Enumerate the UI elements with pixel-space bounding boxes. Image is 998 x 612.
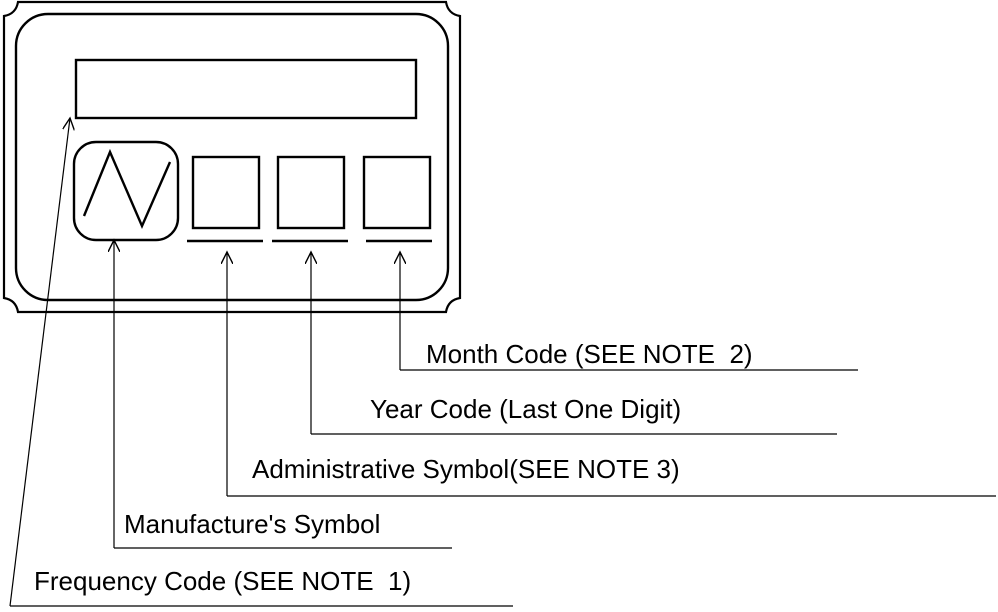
administrative-symbol-box: [191, 155, 261, 230]
manufacturer-symbol-box: [72, 140, 180, 242]
frequency-code-callout: Frequency Code (SEE NOTE 1): [9, 118, 513, 607]
manufacturer-symbol-callout: Manufacture's Symbol: [114, 240, 452, 549]
manufacturer-symbol-label: Manufacture's Symbol: [124, 509, 380, 539]
component-inner-body: [14, 12, 450, 302]
month-code-box: [362, 155, 432, 230]
administrative-symbol-label: Administrative Symbol(SEE NOTE 3): [252, 454, 680, 484]
year-code-callout: Year Code (Last One Digit): [311, 252, 837, 435]
year-code-label: Year Code (Last One Digit): [370, 394, 681, 424]
frequency-code-leader: [9, 118, 70, 607]
sine-wave-icon: [82, 148, 172, 230]
year-code-box: [276, 155, 346, 230]
component-outer-frame: [2, 0, 462, 314]
frequency-code-window: [74, 58, 418, 120]
administrative-symbol-callout: Administrative Symbol(SEE NOTE 3): [227, 252, 996, 497]
month-code-label: Month Code (SEE NOTE 2): [426, 339, 753, 369]
month-code-callout: Month Code (SEE NOTE 2): [400, 252, 858, 371]
manufacturer-symbol: [72, 140, 180, 242]
frequency-code-label: Frequency Code (SEE NOTE 1): [34, 566, 411, 596]
